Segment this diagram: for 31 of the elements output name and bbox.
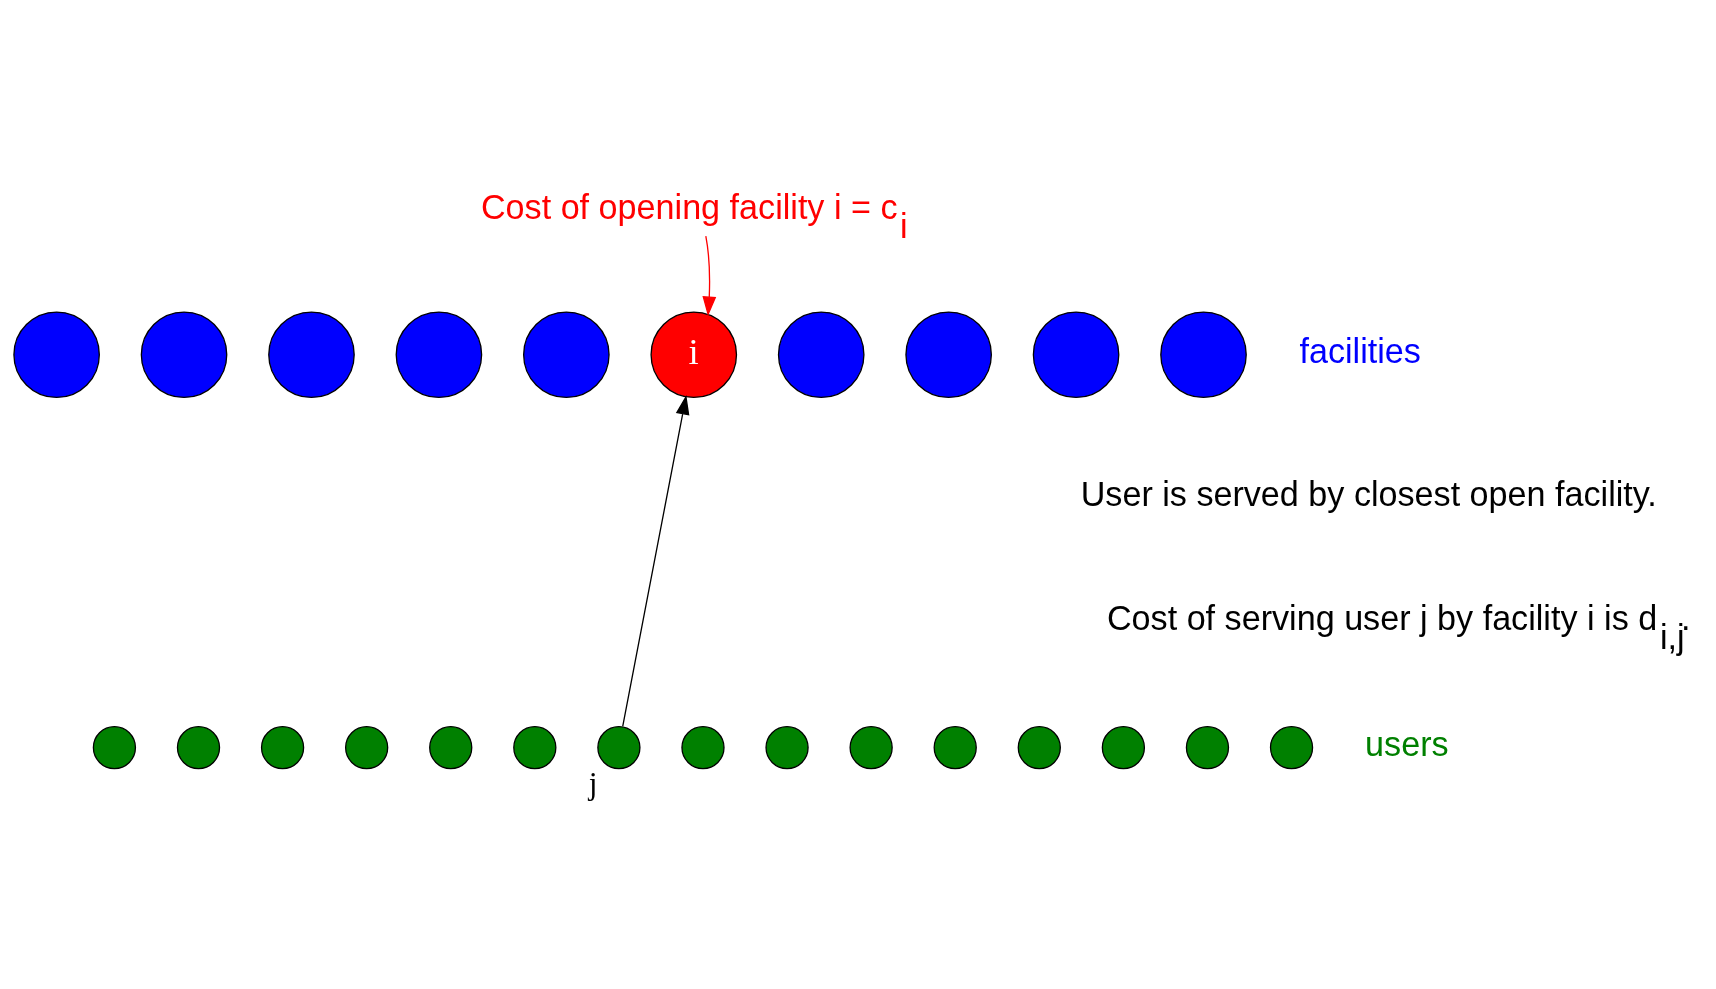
node-circle: [777, 310, 865, 398]
label: User is served by closest open facility.: [1080, 474, 1657, 513]
node-circle: [13, 310, 100, 398]
node-circle: [140, 310, 228, 398]
node-circle: [1101, 725, 1146, 769]
node-circle: [681, 725, 725, 769]
node-circle: [260, 725, 305, 769]
node-circle: [905, 310, 992, 398]
node-circle: [849, 725, 893, 769]
node-circle: [1185, 725, 1230, 769]
arrow: [702, 234, 717, 316]
node-circle: [1160, 310, 1247, 398]
node-label: j: [588, 765, 598, 801]
node-circle: [1017, 725, 1061, 769]
node-circle: [429, 725, 473, 769]
node-circle: [92, 725, 137, 769]
node-circle: [1032, 310, 1120, 398]
node-circle: [933, 725, 977, 769]
label: users: [1365, 724, 1449, 763]
node-circle: [523, 310, 610, 398]
node-circle: [345, 725, 389, 769]
node-circle: [513, 725, 557, 769]
node-circle: [176, 725, 221, 769]
node-circle: [1269, 725, 1314, 769]
arrow: [622, 394, 690, 727]
node-circle: [765, 725, 809, 769]
label: facilities: [1299, 331, 1421, 370]
node-circle: [268, 310, 355, 398]
node-circle: [597, 725, 641, 769]
node-circle: i: [650, 310, 738, 398]
node-circle: [395, 310, 483, 398]
